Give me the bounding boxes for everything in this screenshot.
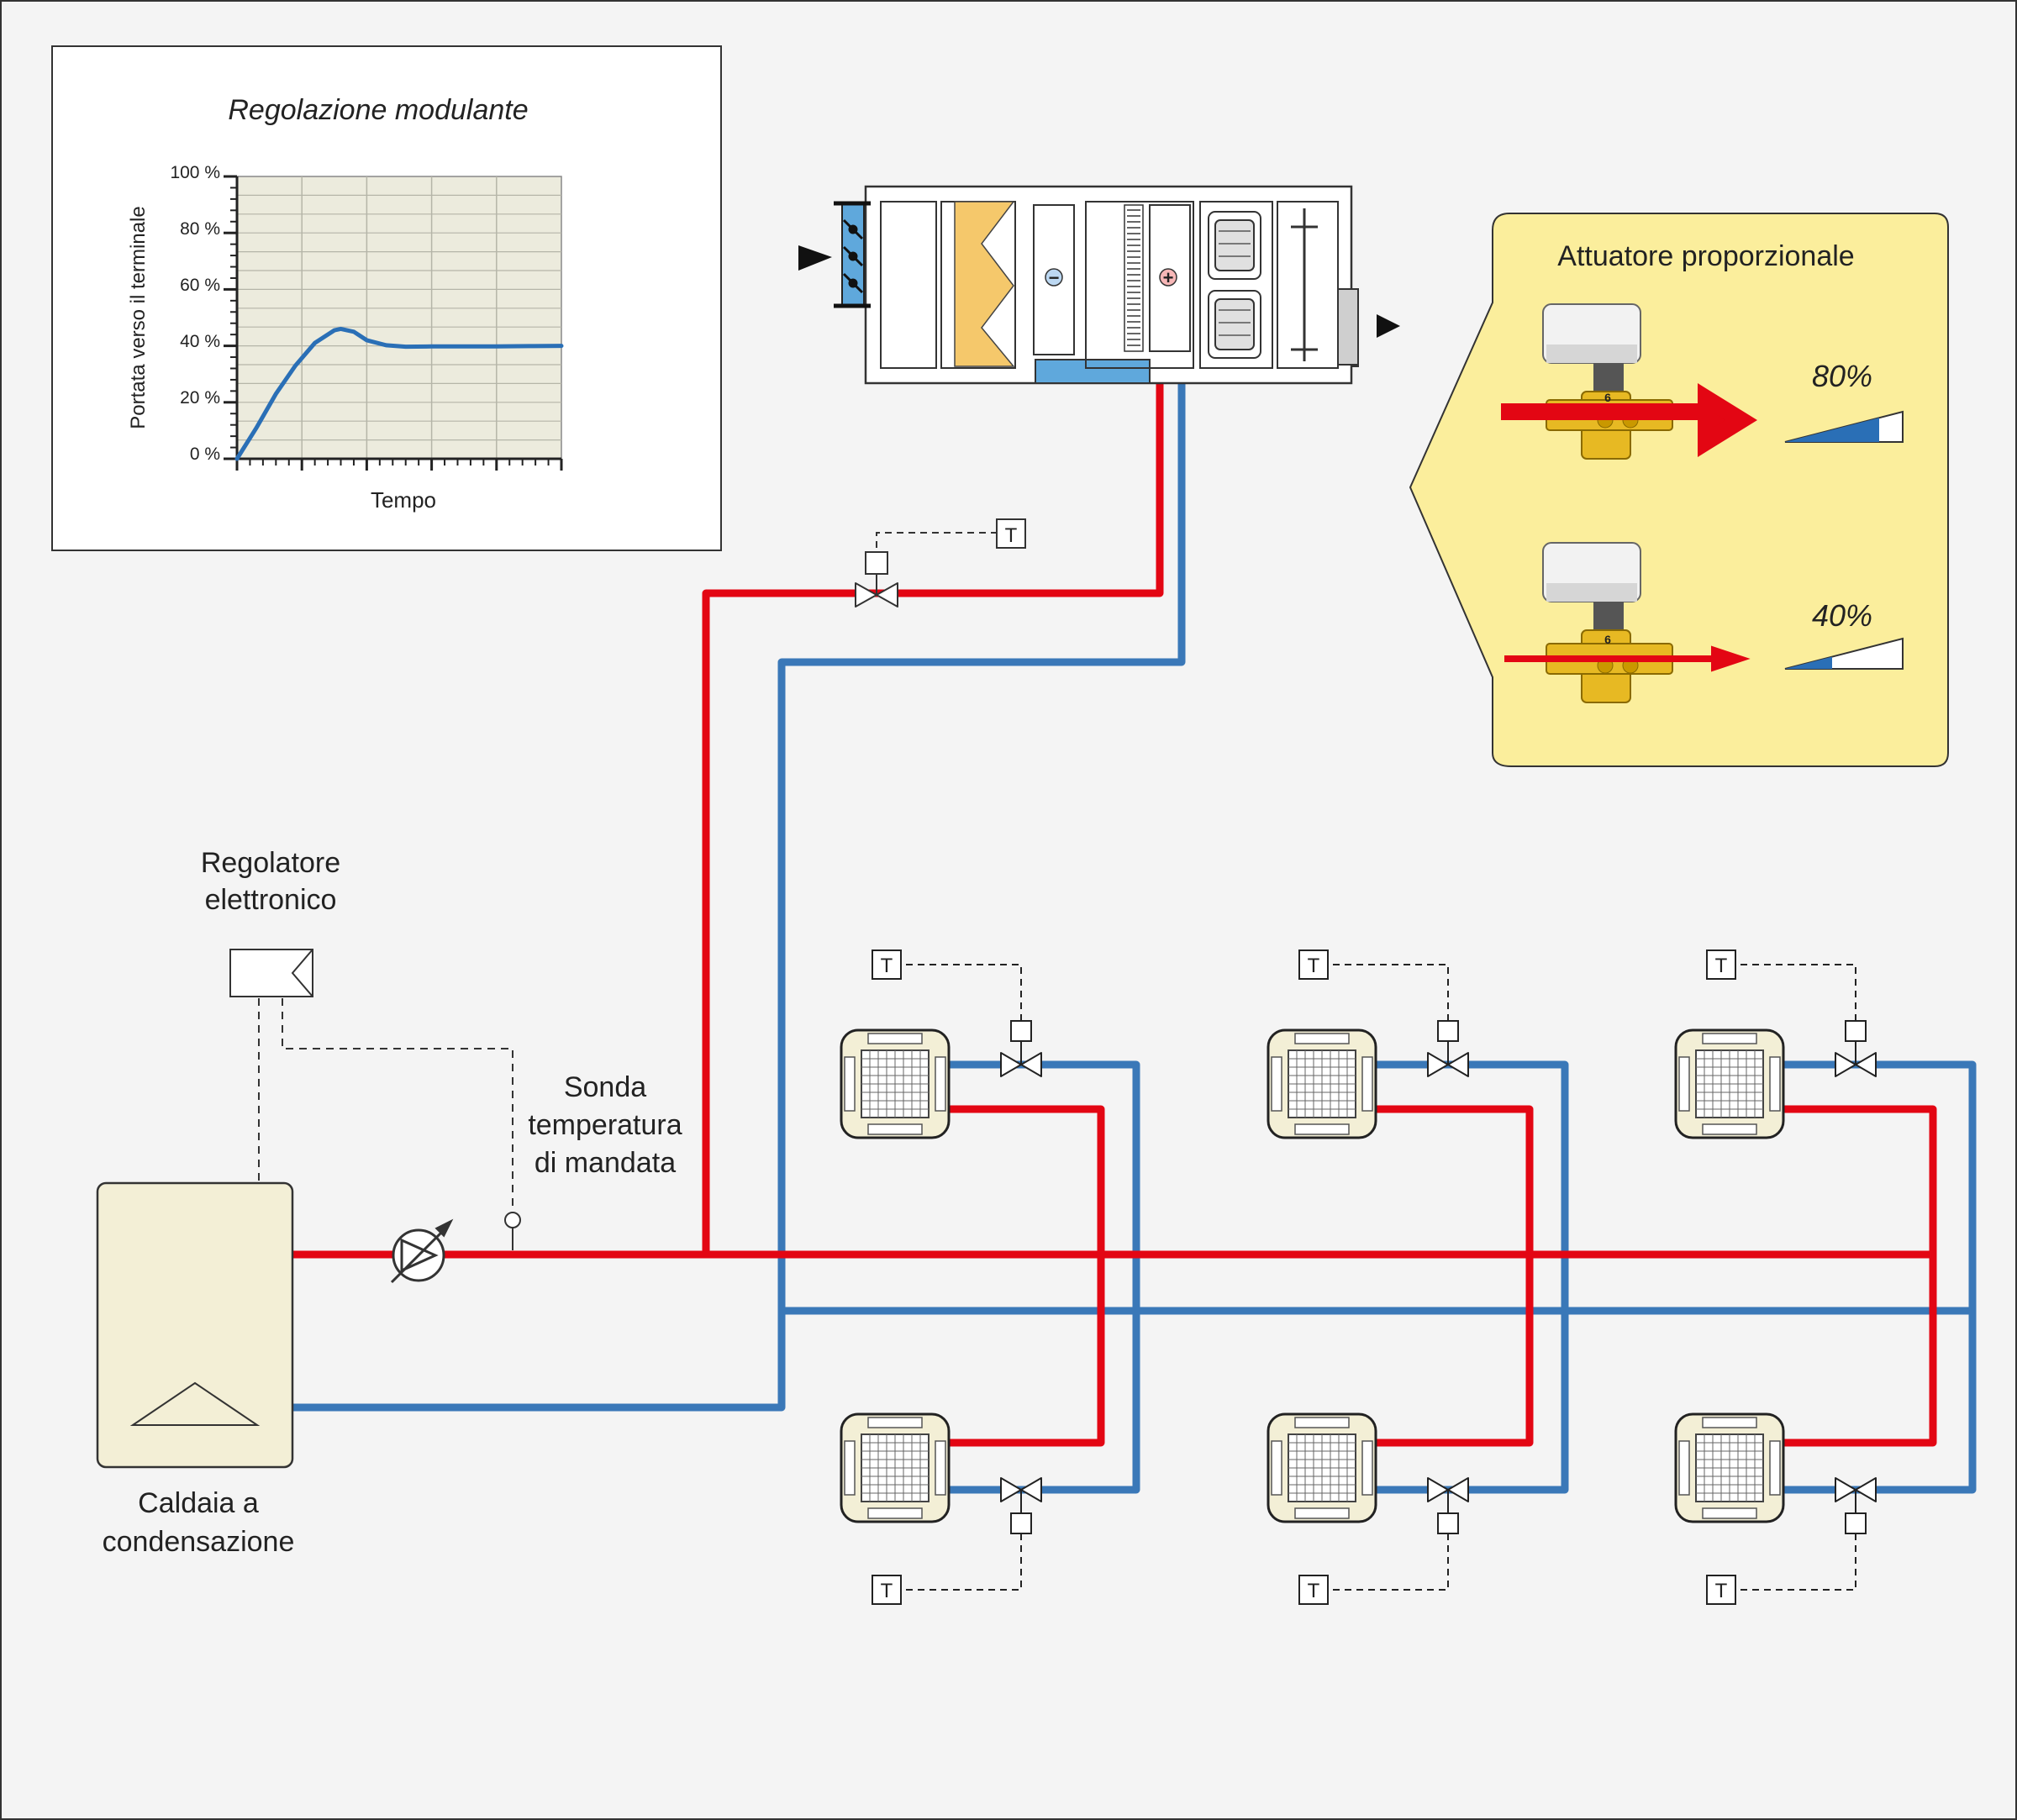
- thermostat-icon: T: [1715, 955, 1728, 977]
- chart-ylabel: Portata verso il terminale: [127, 206, 150, 429]
- unit-control-valve: T: [1298, 1477, 1469, 1605]
- actuator-panel: Attuatore proporzionale 6 80% 6 40%: [1409, 213, 1949, 767]
- coil-fins: [1127, 209, 1140, 346]
- cassette-unit: [840, 1412, 951, 1523]
- thermostat-icon: T: [881, 955, 893, 977]
- fan-icon: [1208, 290, 1261, 359]
- boiler-label: condensazione: [103, 1526, 295, 1558]
- modulating-chart: Regolazione modulante 100 % 80 % 60 % 40…: [51, 45, 722, 551]
- cassette-unit: [1267, 1412, 1377, 1523]
- chart-tick-label: 80 %: [180, 219, 220, 239]
- probe-label: di mandata: [535, 1147, 676, 1179]
- cooling-coil-icon: −: [1049, 267, 1060, 288]
- valve-mark: 6: [1604, 391, 1611, 404]
- ahu-control-valve: T: [855, 518, 1026, 608]
- controller-label: elettronico: [205, 884, 337, 916]
- supply-pipes: [292, 357, 1937, 1447]
- boiler-label: Caldaia a: [138, 1487, 259, 1519]
- percentage-low: 40%: [1812, 598, 1872, 633]
- chart-ticks: [224, 175, 563, 471]
- unit-control-valve: T: [1706, 1477, 1877, 1605]
- chart-tick-label: 100 %: [170, 163, 220, 182]
- chart-tick-label: 40 %: [180, 332, 220, 351]
- thermostat-icon: T: [881, 1580, 893, 1602]
- controller-label: Regolatore: [201, 847, 340, 879]
- chart-xlabel: Tempo: [371, 487, 436, 513]
- panel-title: Attuatore proporzionale: [1557, 240, 1854, 272]
- circulation-pump: [390, 1218, 454, 1284]
- probe-label: temperatura: [528, 1109, 682, 1141]
- heating-coil-icon: +: [1163, 267, 1174, 288]
- cassette-unit: [840, 1028, 951, 1139]
- actuator-valve-low: 6: [1542, 542, 1673, 703]
- chart-tick-label: 60 %: [180, 276, 220, 295]
- cassette-unit: [1674, 1028, 1785, 1139]
- cassette-unit: [1267, 1028, 1377, 1139]
- chart-grid: [237, 176, 561, 459]
- air-handling-unit: − +: [798, 185, 1400, 385]
- thermostat-icon: T: [1308, 1580, 1320, 1602]
- thermostat-icon: T: [1005, 524, 1018, 547]
- condensing-boiler: Caldaia a condensazione: [96, 1181, 295, 1558]
- electronic-controller: Regolatore elettronico: [201, 847, 513, 1212]
- terminal-units: T T T T T T: [840, 949, 1877, 1605]
- unit-control-valve: T: [1298, 949, 1469, 1077]
- unit-control-valve: T: [1706, 949, 1877, 1077]
- wedge-fill-low: [1785, 656, 1832, 669]
- fan-icon: [1208, 211, 1261, 280]
- percentage-high: 80%: [1812, 359, 1872, 393]
- chart-title: Regolazione modulante: [228, 94, 528, 126]
- flow-temperature-probe: Sonda temperatura di mandata: [504, 1071, 682, 1250]
- valve-mark: 6: [1604, 633, 1611, 646]
- thermostat-icon: T: [1715, 1580, 1728, 1602]
- thermostat-icon: T: [1308, 955, 1320, 977]
- wedge-fill-high: [1785, 418, 1879, 442]
- unit-control-valve: T: [872, 949, 1042, 1077]
- chart-tick-label: 20 %: [180, 388, 220, 408]
- chart-series-line: [234, 326, 564, 461]
- probe-label: Sonda: [564, 1071, 646, 1103]
- unit-control-valve: T: [872, 1477, 1042, 1605]
- chart-tick-label: 0 %: [190, 444, 220, 464]
- cassette-unit: [1674, 1412, 1785, 1523]
